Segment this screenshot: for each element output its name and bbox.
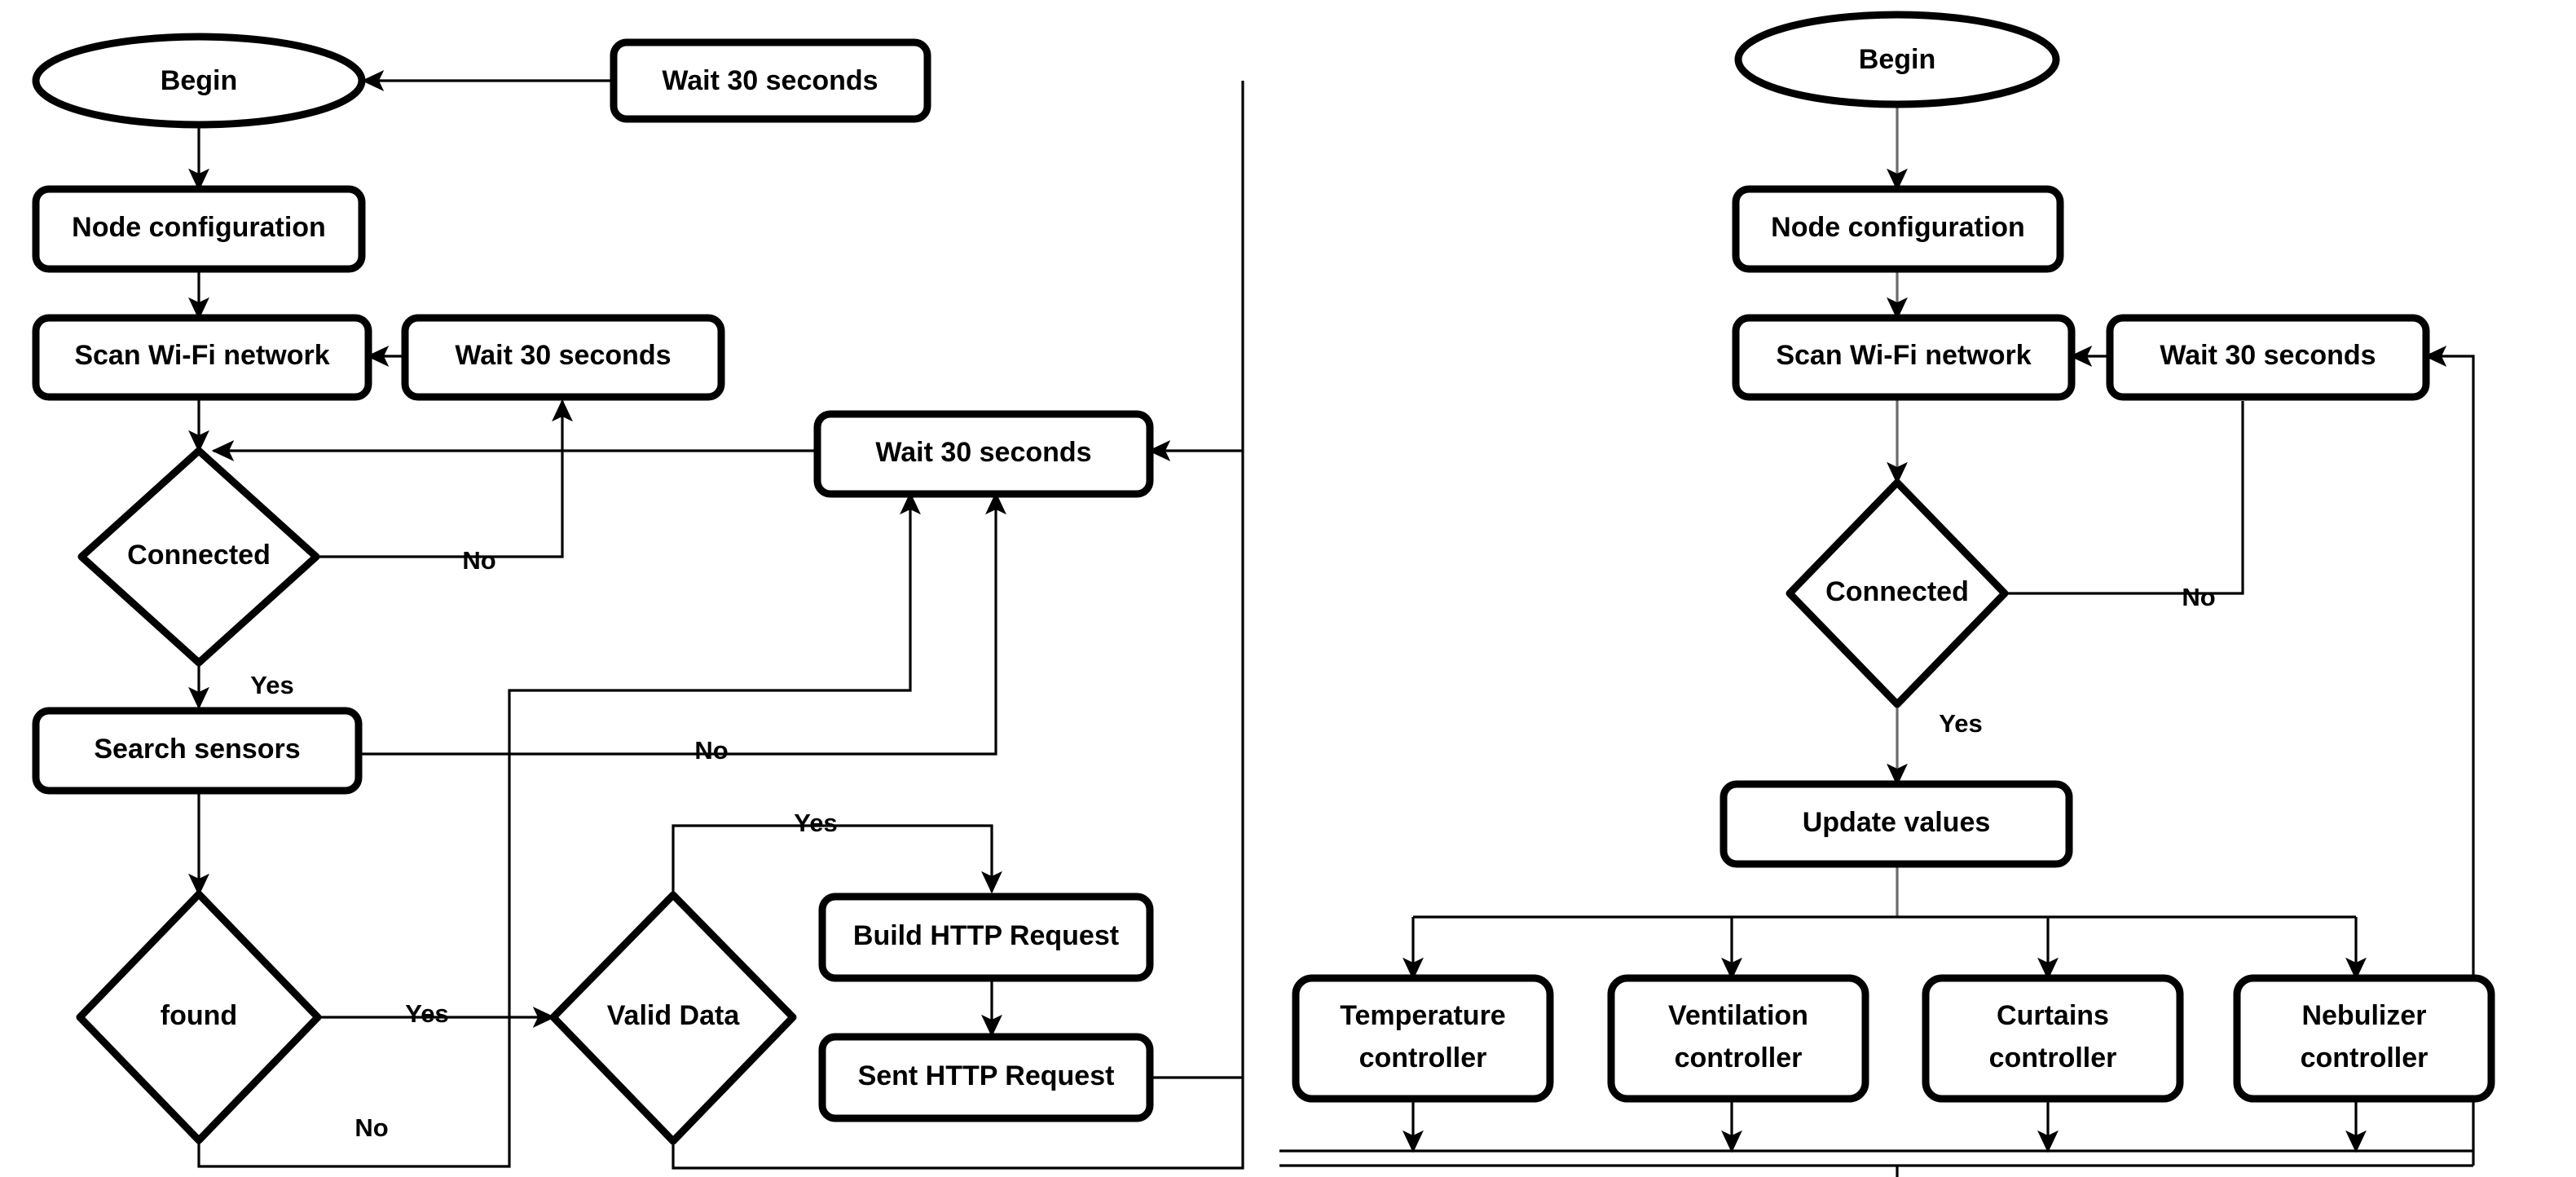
right-flowchart: Begin Node configuration Scan Wi-Fi netw…	[1279, 11, 2495, 1177]
node-found-label: found	[161, 1000, 237, 1031]
node-config-left-label: Node configuration	[72, 212, 326, 243]
left-flowchart: Begin Wait 30 seconds Node configuration…	[32, 33, 1244, 1170]
node-begin-left-label: Begin	[161, 65, 237, 96]
edge-label-valid-yes: Yes	[794, 809, 837, 837]
node-nebulizer-controller: Nebulizer controller	[2233, 974, 2495, 1103]
node-begin-right: Begin	[1734, 11, 2060, 108]
node-ventilation-controller: Ventilation controller	[1607, 974, 1869, 1103]
node-config-right: Node configuration	[1732, 185, 2064, 273]
node-build-http: Build HTTP Request	[818, 893, 1154, 982]
node-wait-scan-right: Wait 30 seconds	[2106, 314, 2430, 401]
node-wait-mid-left-label: Wait 30 seconds	[875, 437, 1091, 468]
node-curtains-controller-line1: Curtains	[1997, 1000, 2109, 1031]
node-config-left: Node configuration	[32, 185, 366, 273]
node-connected-left-label: Connected	[127, 540, 271, 571]
node-update-values: Update values	[1720, 780, 2073, 868]
node-scanwifi-right: Scan Wi-Fi network	[1732, 314, 2076, 401]
node-scanwifi-right-label: Scan Wi-Fi network	[1776, 340, 2031, 371]
node-nebulizer-controller-line1: Nebulizer	[2301, 1000, 2426, 1031]
node-curtains-controller: Curtains controller	[1922, 974, 2184, 1103]
edge-label-connected-no-left: No	[462, 546, 495, 575]
node-connected-right-label: Connected	[1825, 576, 1969, 607]
edge-connected-no	[316, 399, 573, 558]
edge-label-connected-yes-right: Yes	[1939, 709, 1982, 738]
node-sent-http: Sent HTTP Request	[818, 1033, 1154, 1122]
node-scanwifi-left-label: Scan Wi-Fi network	[74, 340, 329, 371]
node-wait-scan-right-label: Wait 30 seconds	[2160, 340, 2376, 371]
edge-connected-no-right	[2005, 401, 2244, 595]
node-wait-top-left-label: Wait 30 seconds	[662, 65, 878, 96]
node-update-values-label: Update values	[1803, 807, 1991, 838]
node-curtains-controller-line2: controller	[1989, 1043, 2117, 1073]
edge-found-no	[197, 492, 921, 1168]
node-valid-data-label: Valid Data	[607, 1000, 741, 1031]
edge-label-found-yes: Yes	[405, 999, 448, 1028]
edge-search-no	[359, 492, 1006, 756]
node-ventilation-controller-line1: Ventilation	[1668, 1000, 1808, 1031]
node-ventilation-controller-line2: controller	[1675, 1043, 1803, 1073]
edge-valid-no-bus	[672, 81, 1244, 1170]
edge-label-found-no: No	[354, 1113, 388, 1142]
node-temperature-controller: Temperature controller	[1292, 974, 1554, 1103]
node-wait-mid-left: Wait 30 seconds	[813, 410, 1154, 498]
node-temperature-controller-line1: Temperature	[1340, 1000, 1505, 1031]
node-begin-left: Begin	[32, 33, 366, 129]
node-build-http-label: Build HTTP Request	[853, 920, 1119, 951]
node-nebulizer-controller-line2: controller	[2301, 1043, 2428, 1073]
edge-label-search-no: No	[694, 736, 728, 765]
node-sent-http-label: Sent HTTP Request	[858, 1060, 1115, 1091]
node-wait-scan-left-label: Wait 30 seconds	[455, 340, 671, 371]
edge-label-connected-yes-left: Yes	[250, 671, 293, 699]
node-search-sensors-label: Search sensors	[94, 734, 300, 765]
edge-label-connected-no-right: No	[2182, 583, 2215, 611]
node-valid-data: Valid Data	[549, 891, 797, 1145]
node-scanwifi-left: Scan Wi-Fi network	[32, 314, 372, 401]
node-begin-right-label: Begin	[1859, 44, 1935, 75]
node-config-right-label: Node configuration	[1771, 212, 2025, 243]
node-search-sensors: Search sensors	[32, 707, 363, 795]
node-connected-right: Connected	[1786, 478, 2009, 708]
node-wait-top-left: Wait 30 seconds	[610, 38, 931, 123]
edge-return-to-wait-right	[2424, 346, 2475, 1166]
node-found: found	[76, 890, 322, 1144]
node-connected-left: Connected	[77, 447, 320, 667]
node-wait-scan-left: Wait 30 seconds	[401, 314, 725, 401]
node-temperature-controller-line2: controller	[1359, 1043, 1487, 1073]
